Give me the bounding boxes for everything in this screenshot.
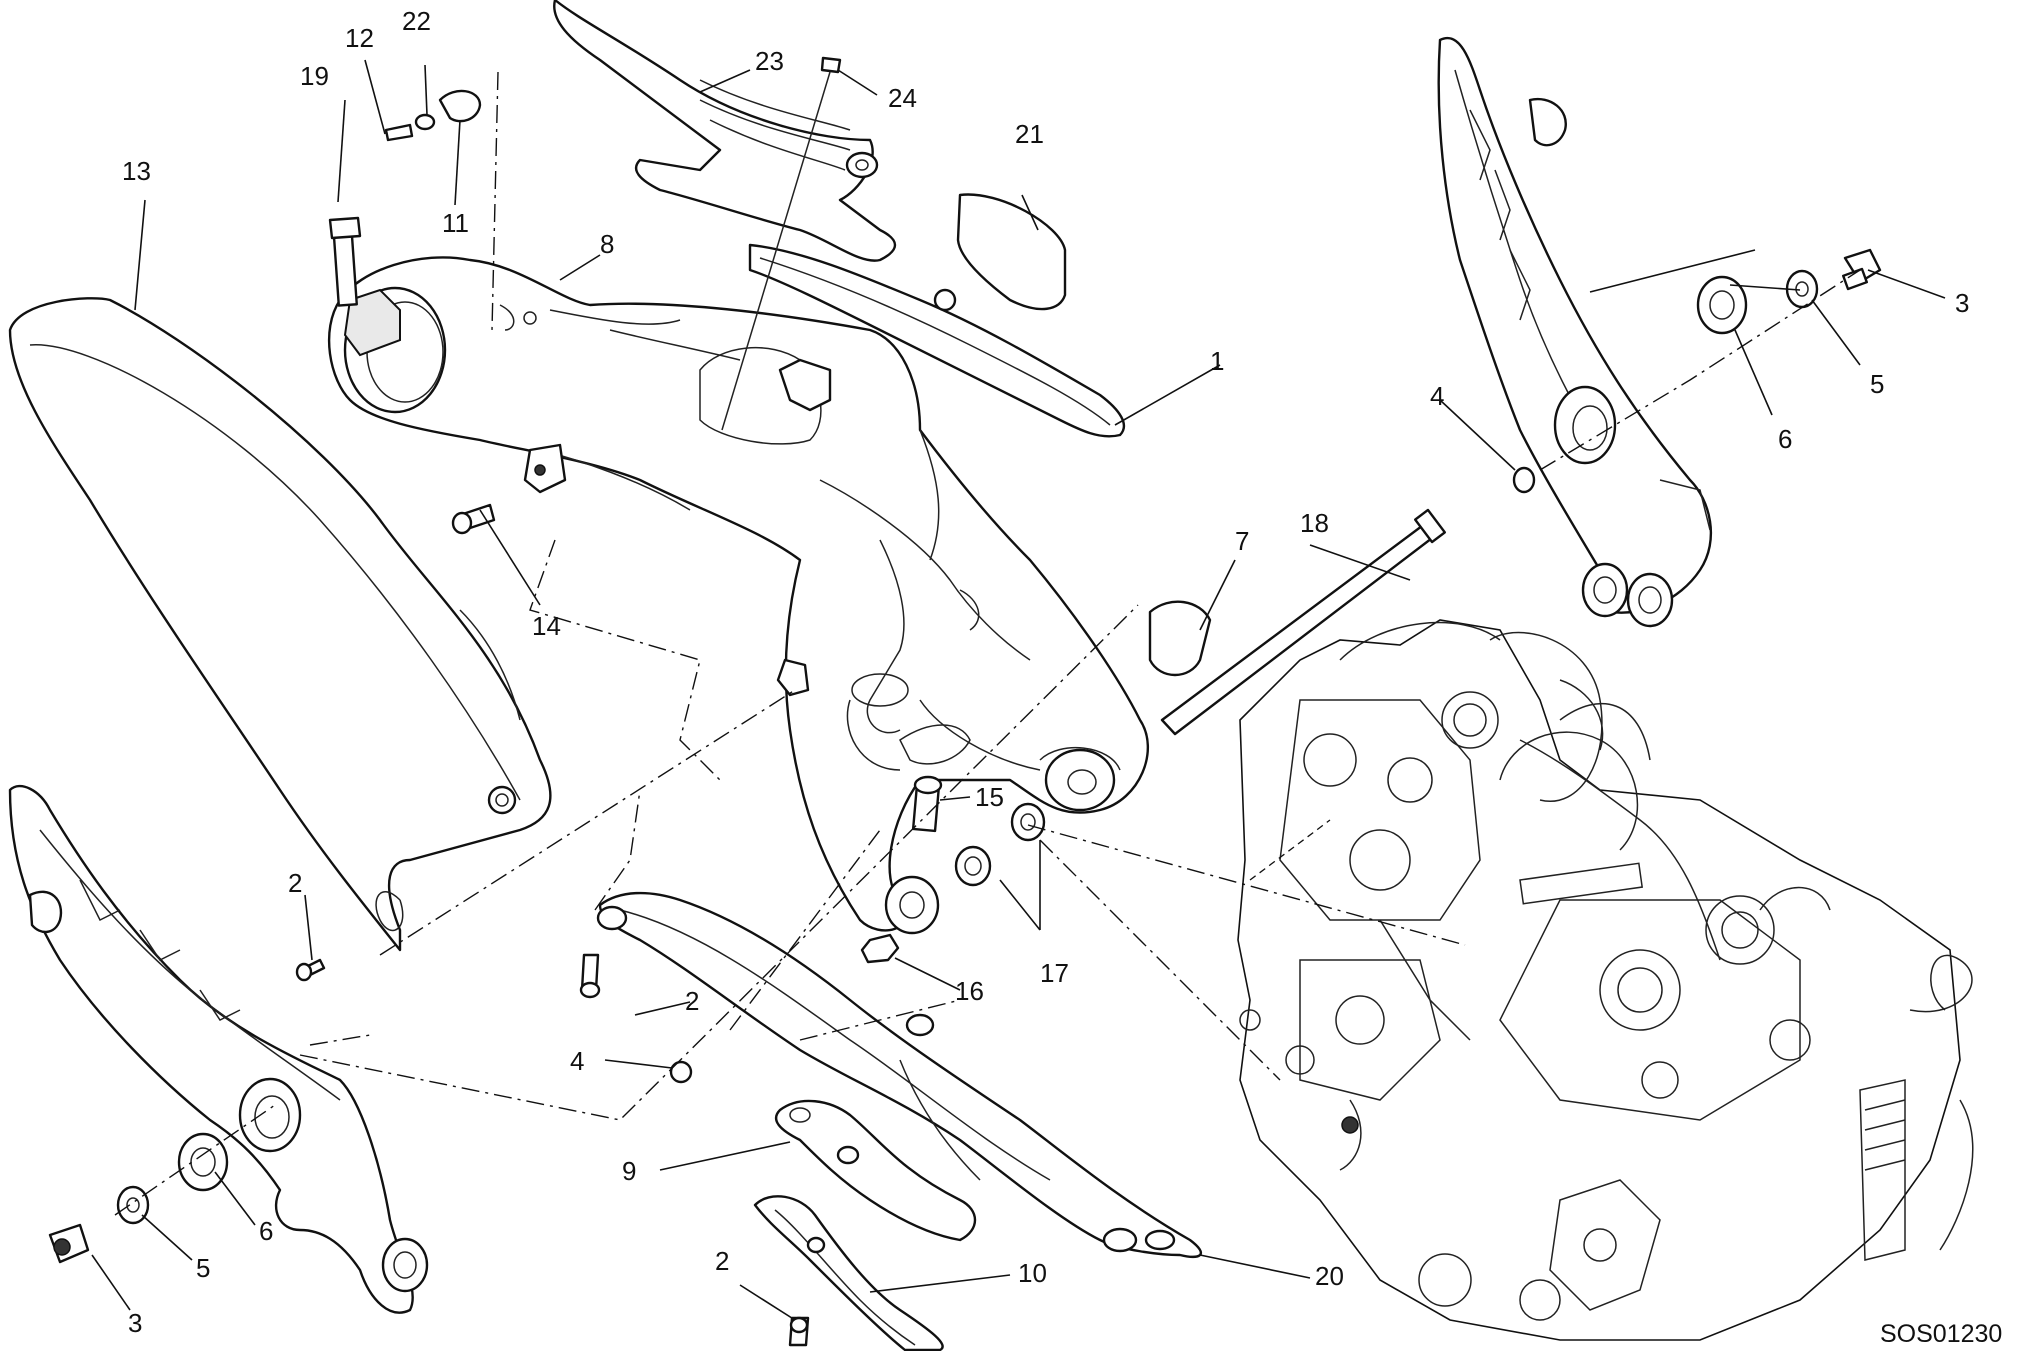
chain-guard	[553, 0, 897, 262]
right-footpeg-hanger	[1437, 36, 1713, 628]
callout-6: 6	[1778, 424, 1792, 454]
callout-1: 1	[1210, 346, 1224, 376]
callout-15: 15	[975, 782, 1004, 812]
swingarm	[327, 256, 1150, 932]
callout-labels: 1 2 2 2 3 3 4 4 5 5 6 6 7 8 9 10 11 12 1…	[122, 6, 2002, 1348]
hardware-parts	[48, 56, 1882, 1347]
callout-4: 4	[570, 1046, 584, 1076]
callout-7: 7	[1235, 526, 1249, 556]
callout-12: 12	[345, 23, 374, 53]
left-footpeg-hanger	[8, 784, 429, 1314]
callout-5: 5	[196, 1253, 210, 1283]
callout-11: 11	[442, 208, 469, 238]
callout-2: 2	[288, 868, 302, 898]
bracket-9	[774, 1099, 977, 1242]
rear-mudguard	[8, 297, 552, 952]
callout-3: 3	[1955, 288, 1969, 318]
callout-18: 18	[1300, 508, 1329, 538]
chain-slider	[748, 243, 1126, 438]
leader-lines	[91, 59, 1946, 1321]
bracket-10	[753, 1195, 944, 1351]
callout-2: 2	[715, 1246, 729, 1276]
callout-24: 24	[888, 83, 917, 113]
callout-5: 5	[1870, 369, 1884, 399]
callout-4: 4	[1430, 381, 1444, 411]
figure-code: SOS01230	[1880, 1320, 2002, 1348]
assembly-centerlines	[114, 71, 1861, 1216]
callout-6: 6	[259, 1216, 273, 1246]
label-plate	[956, 193, 1067, 311]
callout-13: 13	[122, 156, 151, 186]
callout-16: 16	[955, 976, 984, 1006]
engine-block	[1237, 619, 1974, 1341]
callout-3: 3	[128, 1308, 142, 1338]
callout-17: 17	[1040, 958, 1069, 988]
callout-20: 20	[1315, 1261, 1344, 1291]
heat-shield	[596, 891, 1203, 1259]
callout-2: 2	[685, 986, 699, 1016]
callout-14: 14	[532, 611, 561, 641]
callout-8: 8	[600, 229, 614, 259]
callout-10: 10	[1018, 1258, 1047, 1288]
callout-23: 23	[755, 46, 784, 76]
callout-22: 22	[402, 6, 431, 36]
callout-19: 19	[300, 61, 329, 91]
callout-21: 21	[1015, 119, 1044, 149]
callout-9: 9	[622, 1156, 636, 1186]
